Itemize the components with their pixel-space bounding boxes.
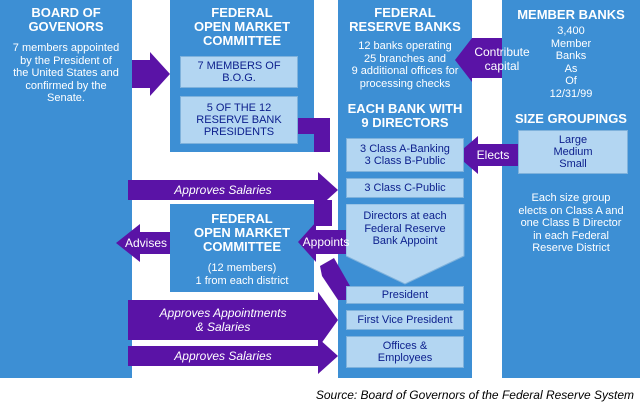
advises-arrow (116, 224, 170, 262)
size-groupings-note: Each size group elects on Class A and on… (518, 192, 624, 254)
appoints-label: Appoints (302, 235, 350, 249)
approves-salaries-arrow-1 (128, 172, 338, 208)
board-column (0, 0, 132, 378)
president-box: President (346, 286, 464, 304)
class-c-box: 3 Class C-Public (346, 178, 464, 198)
reserve-banks-title: FEDERAL RESERVE BANKS (349, 5, 461, 34)
presidents-connector (298, 118, 330, 152)
approves-salaries-label-2: Approves Salaries (174, 349, 272, 363)
size-groupings-title: SIZE GROUPINGS (515, 111, 627, 126)
fomc-bottom-panel (170, 204, 314, 292)
contribute-capital-label: Contribute capital (474, 45, 530, 73)
fomc-bottom-title: FEDERAL OPEN MARKET COMMITTEE (193, 211, 291, 254)
member-banks-title: MEMBER BANKS (517, 7, 625, 22)
approves-salaries-arrow-2 (128, 338, 338, 374)
directors-text: Directors at each Federal Reserve Bank A… (363, 210, 447, 248)
member-banks-column (502, 0, 640, 378)
fomc-president-connector (320, 258, 350, 300)
contribute-arrow (455, 38, 502, 82)
fomc-presidents-box: 5 OF THE 12 RESERVE BANK PRESIDENTS (180, 96, 298, 144)
fomc-top-title: FEDERAL OPEN MARKET COMMITTEE (193, 5, 291, 48)
fomc-side-connector (314, 200, 332, 226)
reserve-banks-text: 12 banks operating 25 branches and 9 add… (351, 40, 459, 90)
fomc-bottom-text: (12 members) 1 from each district (195, 262, 289, 287)
board-title: BOARD OF GOVENORS (28, 5, 104, 34)
first-vp-box: First Vice President (346, 310, 464, 330)
fomc-bog-members-box: 7 MEMBERS OF B.O.G. (180, 56, 298, 88)
elects-arrow (456, 136, 518, 174)
board-to-fomc-arrow (132, 52, 170, 96)
source-caption: Source: Board of Governors of the Federa… (315, 388, 634, 402)
reserve-banks-subtitle: EACH BANK WITH 9 DIRECTORS (347, 101, 463, 130)
class-ab-box: 3 Class A-Banking 3 Class B-Public (346, 138, 464, 172)
elects-label: Elects (476, 148, 510, 162)
appoints-arrow (298, 222, 352, 262)
officers-box: Offices & Employees (346, 336, 464, 368)
approves-salaries-label-1: Approves Salaries (174, 183, 272, 197)
size-groupings-box: Large Medium Small (518, 130, 628, 174)
member-banks-count: 3,400 Member Banks As Of 12/31/99 (549, 25, 593, 100)
board-text: 7 members appointed by the President of … (12, 42, 120, 104)
approves-appointments-label: Approves Appointments & Salaries (159, 306, 287, 334)
advises-label: Advises (124, 236, 168, 250)
directors-arrow-shape (346, 204, 465, 285)
approves-appointments-arrow (128, 292, 338, 348)
